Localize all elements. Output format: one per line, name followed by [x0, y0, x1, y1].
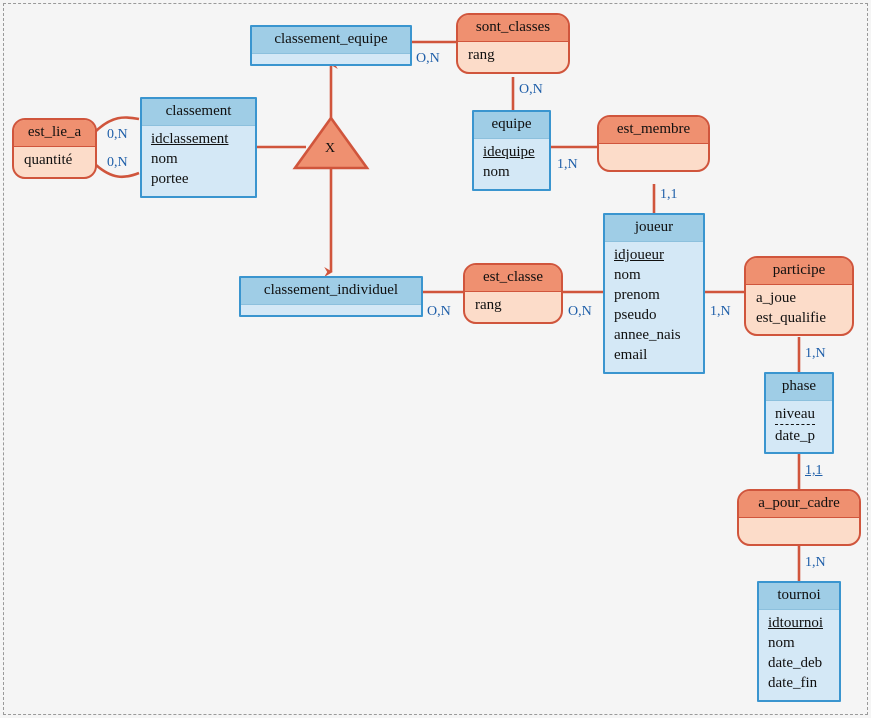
entity-title: phase — [766, 374, 832, 402]
attribute: date_fin — [768, 675, 818, 692]
entity-title: joueur — [605, 215, 703, 243]
relation-attributes — [739, 518, 859, 544]
attribute: nom — [483, 164, 510, 181]
attribute: a_joue — [756, 290, 796, 307]
relation-title: est_lie_a — [14, 120, 95, 148]
relation-title: participe — [746, 258, 852, 286]
attribute: rang — [475, 297, 502, 314]
entity-attributes — [252, 54, 410, 64]
attribute: nom — [768, 635, 795, 652]
relation-title: sont_classes — [458, 15, 568, 43]
attribute-pk: idclassement — [151, 131, 229, 148]
attribute: date_p — [775, 427, 815, 444]
entity-equipe[interactable]: equipe idequipe nom — [472, 110, 551, 192]
attribute-partial-key: niveau — [775, 406, 815, 425]
relation-title: est_membre — [599, 117, 708, 145]
entity-joueur[interactable]: joueur idjoueur nom prenom pseudo annee_… — [603, 213, 705, 374]
attribute-pk: idjoueur — [614, 247, 664, 264]
relation-attributes: rang — [465, 292, 561, 322]
attribute: prenom — [614, 287, 660, 304]
attribute: nom — [151, 151, 178, 168]
specialization-triangle[interactable] — [292, 115, 370, 170]
attribute: annee_nais — [614, 327, 681, 343]
entity-attributes: idclassement nom portee — [142, 126, 255, 196]
attribute-pk: idtournoi — [768, 615, 823, 632]
edge-est-lie-a-classement-upper — [95, 116, 140, 132]
entity-classement[interactable]: classement idclassement nom portee — [140, 97, 257, 199]
relation-attributes: quantité — [14, 147, 95, 177]
cardinality-classement-individuel-est-classe: O,N — [427, 304, 451, 319]
entity-tournoi[interactable]: tournoi idtournoi nom date_deb date_fin — [757, 581, 841, 702]
relation-est-classe[interactable]: est_classe rang — [463, 263, 563, 324]
entity-title: tournoi — [759, 583, 839, 611]
entity-title: equipe — [474, 112, 549, 140]
relation-participe[interactable]: participe a_joue est_qualifie — [744, 256, 854, 337]
attribute-pk: idequipe — [483, 144, 535, 161]
relation-attributes: rang — [458, 42, 568, 72]
attribute: portee — [151, 171, 189, 188]
cardinality-est-lie-a-lower: 0,N — [107, 155, 128, 170]
cardinality-est-membre-joueur: 1,1 — [660, 187, 678, 202]
specialization-symbol: X — [325, 141, 336, 156]
relation-title: a_pour_cadre — [739, 491, 859, 519]
entity-title: classement_equipe — [252, 27, 410, 55]
relation-title: est_classe — [465, 265, 561, 293]
cardinality-a-pour-cadre-tournoi: 1,N — [805, 555, 826, 570]
entity-attributes: niveau date_p — [766, 401, 832, 452]
attribute: est_qualifie — [756, 309, 826, 326]
attribute: email — [614, 346, 648, 363]
relation-a-pour-cadre[interactable]: a_pour_cadre — [737, 489, 861, 547]
relation-attributes — [599, 144, 708, 170]
cardinality-est-lie-a-upper: 0,N — [107, 127, 128, 142]
relation-est-membre[interactable]: est_membre — [597, 115, 710, 173]
entity-phase[interactable]: phase niveau date_p — [764, 372, 834, 455]
attribute: pseudo — [614, 307, 657, 324]
entity-attributes: idtournoi nom date_deb date_fin — [759, 610, 839, 700]
cardinality-phase-a-pour-cadre: 1,1 — [805, 463, 823, 478]
cardinality-equipe-est-membre: 1,N — [557, 157, 578, 172]
relation-sont-classes[interactable]: sont_classes rang — [456, 13, 570, 74]
cardinality-est-classe-joueur: O,N — [568, 304, 592, 319]
attribute: quantité — [24, 152, 73, 169]
edge-est-lie-a-classement-lower — [95, 164, 140, 179]
cardinality-classement-equipe-sont-classes: O,N — [416, 51, 440, 66]
entity-title: classement_individuel — [241, 278, 421, 306]
entity-attributes — [241, 305, 421, 315]
entity-attributes: idjoueur nom prenom pseudo annee_nais em… — [605, 242, 703, 372]
entity-classement-individuel[interactable]: classement_individuel — [239, 276, 423, 318]
attribute: date_deb — [768, 655, 823, 672]
cardinality-joueur-participe: 1,N — [710, 304, 731, 319]
cardinality-sont-classes-equipe: O,N — [519, 82, 543, 97]
entity-attributes: idequipe nom — [474, 139, 549, 189]
entity-title: classement — [142, 99, 255, 127]
cardinality-participe-phase: 1,N — [805, 346, 826, 361]
relation-est-lie-a[interactable]: est_lie_a quantité — [12, 118, 97, 179]
attribute: nom — [614, 267, 641, 284]
relation-attributes: a_joue est_qualifie — [746, 285, 852, 334]
entity-classement-equipe[interactable]: classement_equipe — [250, 25, 412, 67]
attribute-partial-key-wrap: niveau — [775, 405, 823, 426]
attribute: rang — [468, 47, 495, 64]
